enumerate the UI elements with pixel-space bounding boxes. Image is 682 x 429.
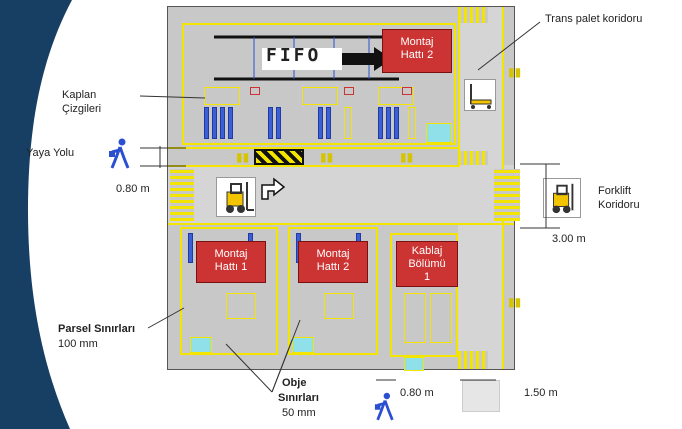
station-line2: Hattı 2 xyxy=(400,49,434,61)
obje-label-2: Sınırları xyxy=(278,392,319,404)
brand-swoosh xyxy=(0,0,72,429)
object-boundary xyxy=(430,293,452,343)
aisle-line-top xyxy=(168,165,458,167)
footprint-icon: ▮▮ xyxy=(508,65,522,79)
station-montaj-1[interactable]: Montaj Hattı 1 xyxy=(196,241,266,283)
vertical-line-left xyxy=(458,7,460,167)
station-line1: Montaj xyxy=(400,36,434,48)
crosswalk-right xyxy=(494,169,520,221)
object-boundary xyxy=(226,293,256,319)
aisle-line-bottom xyxy=(168,223,514,225)
forklift-label-2: Koridoru xyxy=(598,199,640,211)
station-line1: Kablaj xyxy=(411,245,443,257)
tool-object xyxy=(292,337,314,353)
station-line3: 1 xyxy=(423,271,431,283)
arrow-icon xyxy=(261,177,286,200)
red-marker xyxy=(344,87,354,95)
crosswalk-top xyxy=(458,7,488,23)
obje-size: 50 mm xyxy=(282,407,316,419)
fifo-label: FIFO xyxy=(266,45,322,66)
rack xyxy=(276,107,281,139)
station-line2: Hattı 2 xyxy=(316,261,350,273)
rack xyxy=(188,233,193,263)
object-boundary xyxy=(408,107,416,139)
parcel-zone-1 xyxy=(180,227,278,355)
hazard-barrier xyxy=(254,149,304,165)
station-line1: Montaj xyxy=(214,248,248,260)
station-line2: Hattı 1 xyxy=(214,261,248,273)
red-marker xyxy=(250,87,260,95)
tool-object xyxy=(426,123,452,143)
rack xyxy=(268,107,273,139)
floor-sample-icon xyxy=(462,380,500,412)
pedestrian-icon xyxy=(109,138,130,169)
trans-palet-label: Trans palet koridoru xyxy=(545,13,643,25)
station-top-montaj-2[interactable]: Montaj Hattı 2 xyxy=(382,29,452,73)
fifo-conveyor xyxy=(214,35,399,81)
crosswalk-left xyxy=(170,169,194,221)
dim-150: 1.50 m xyxy=(524,387,558,399)
dim-300: 3.00 m xyxy=(552,233,586,245)
footprint-icon: ▮▮ xyxy=(236,150,250,164)
yaya-yolu-label: Yaya Yolu xyxy=(26,147,75,159)
crosswalk-mid xyxy=(458,151,488,165)
walkway-line xyxy=(168,147,458,149)
footprint-icon: ▮▮ xyxy=(320,150,334,164)
pallet-jack-icon xyxy=(464,79,496,111)
rack xyxy=(318,107,323,139)
kaplan-marker-1 xyxy=(204,87,240,105)
obje-label-1: Obje xyxy=(282,377,307,389)
top-zone xyxy=(182,23,456,145)
station-montaj-2[interactable]: Montaj Hattı 2 xyxy=(298,241,368,283)
kaplan-marker-3 xyxy=(378,87,414,105)
forklift-icon xyxy=(543,178,581,218)
footprint-icon: ▮▮ xyxy=(508,295,522,309)
station-line2: Bölümü xyxy=(408,258,446,270)
crosswalk-bottom xyxy=(458,351,488,369)
object-boundary xyxy=(344,107,352,139)
kaplan-label-2: Çizgileri xyxy=(62,103,102,115)
parsel-size: 100 mm xyxy=(58,338,98,350)
object-boundary xyxy=(324,293,354,319)
pedestrian-icon xyxy=(374,392,394,421)
forklift-label-1: Forklift xyxy=(598,185,631,197)
rack xyxy=(394,107,399,139)
rack xyxy=(378,107,383,139)
rack xyxy=(326,107,331,139)
rack xyxy=(228,107,233,139)
kaplan-marker-2 xyxy=(302,87,338,105)
object-boundary xyxy=(404,293,426,343)
footprint-icon: ▮▮ xyxy=(400,150,414,164)
tool-object xyxy=(404,357,424,371)
parcel-zone-3 xyxy=(390,233,458,357)
dim-080-bottom: 0.80 m xyxy=(400,387,434,399)
rack xyxy=(204,107,209,139)
rack xyxy=(386,107,391,139)
rack xyxy=(220,107,225,139)
tool-object xyxy=(190,337,212,353)
dim-080-left: 0.80 m xyxy=(116,183,150,195)
parcel-zone-2 xyxy=(288,227,378,355)
station-kablaj-1[interactable]: Kablaj Bölümü 1 xyxy=(396,241,458,287)
rack xyxy=(212,107,217,139)
forklift-icon xyxy=(216,177,256,217)
red-marker xyxy=(402,87,412,95)
station-line1: Montaj xyxy=(316,248,350,260)
floor-plan: FIFO Montaj Hattı 2 ▮▮ ▮▮ ▮▮ ▮▮ ▮▮ xyxy=(167,6,521,371)
kaplan-label-1: Kaplan xyxy=(62,89,97,101)
parsel-label: Parsel Sınırları xyxy=(58,323,136,335)
